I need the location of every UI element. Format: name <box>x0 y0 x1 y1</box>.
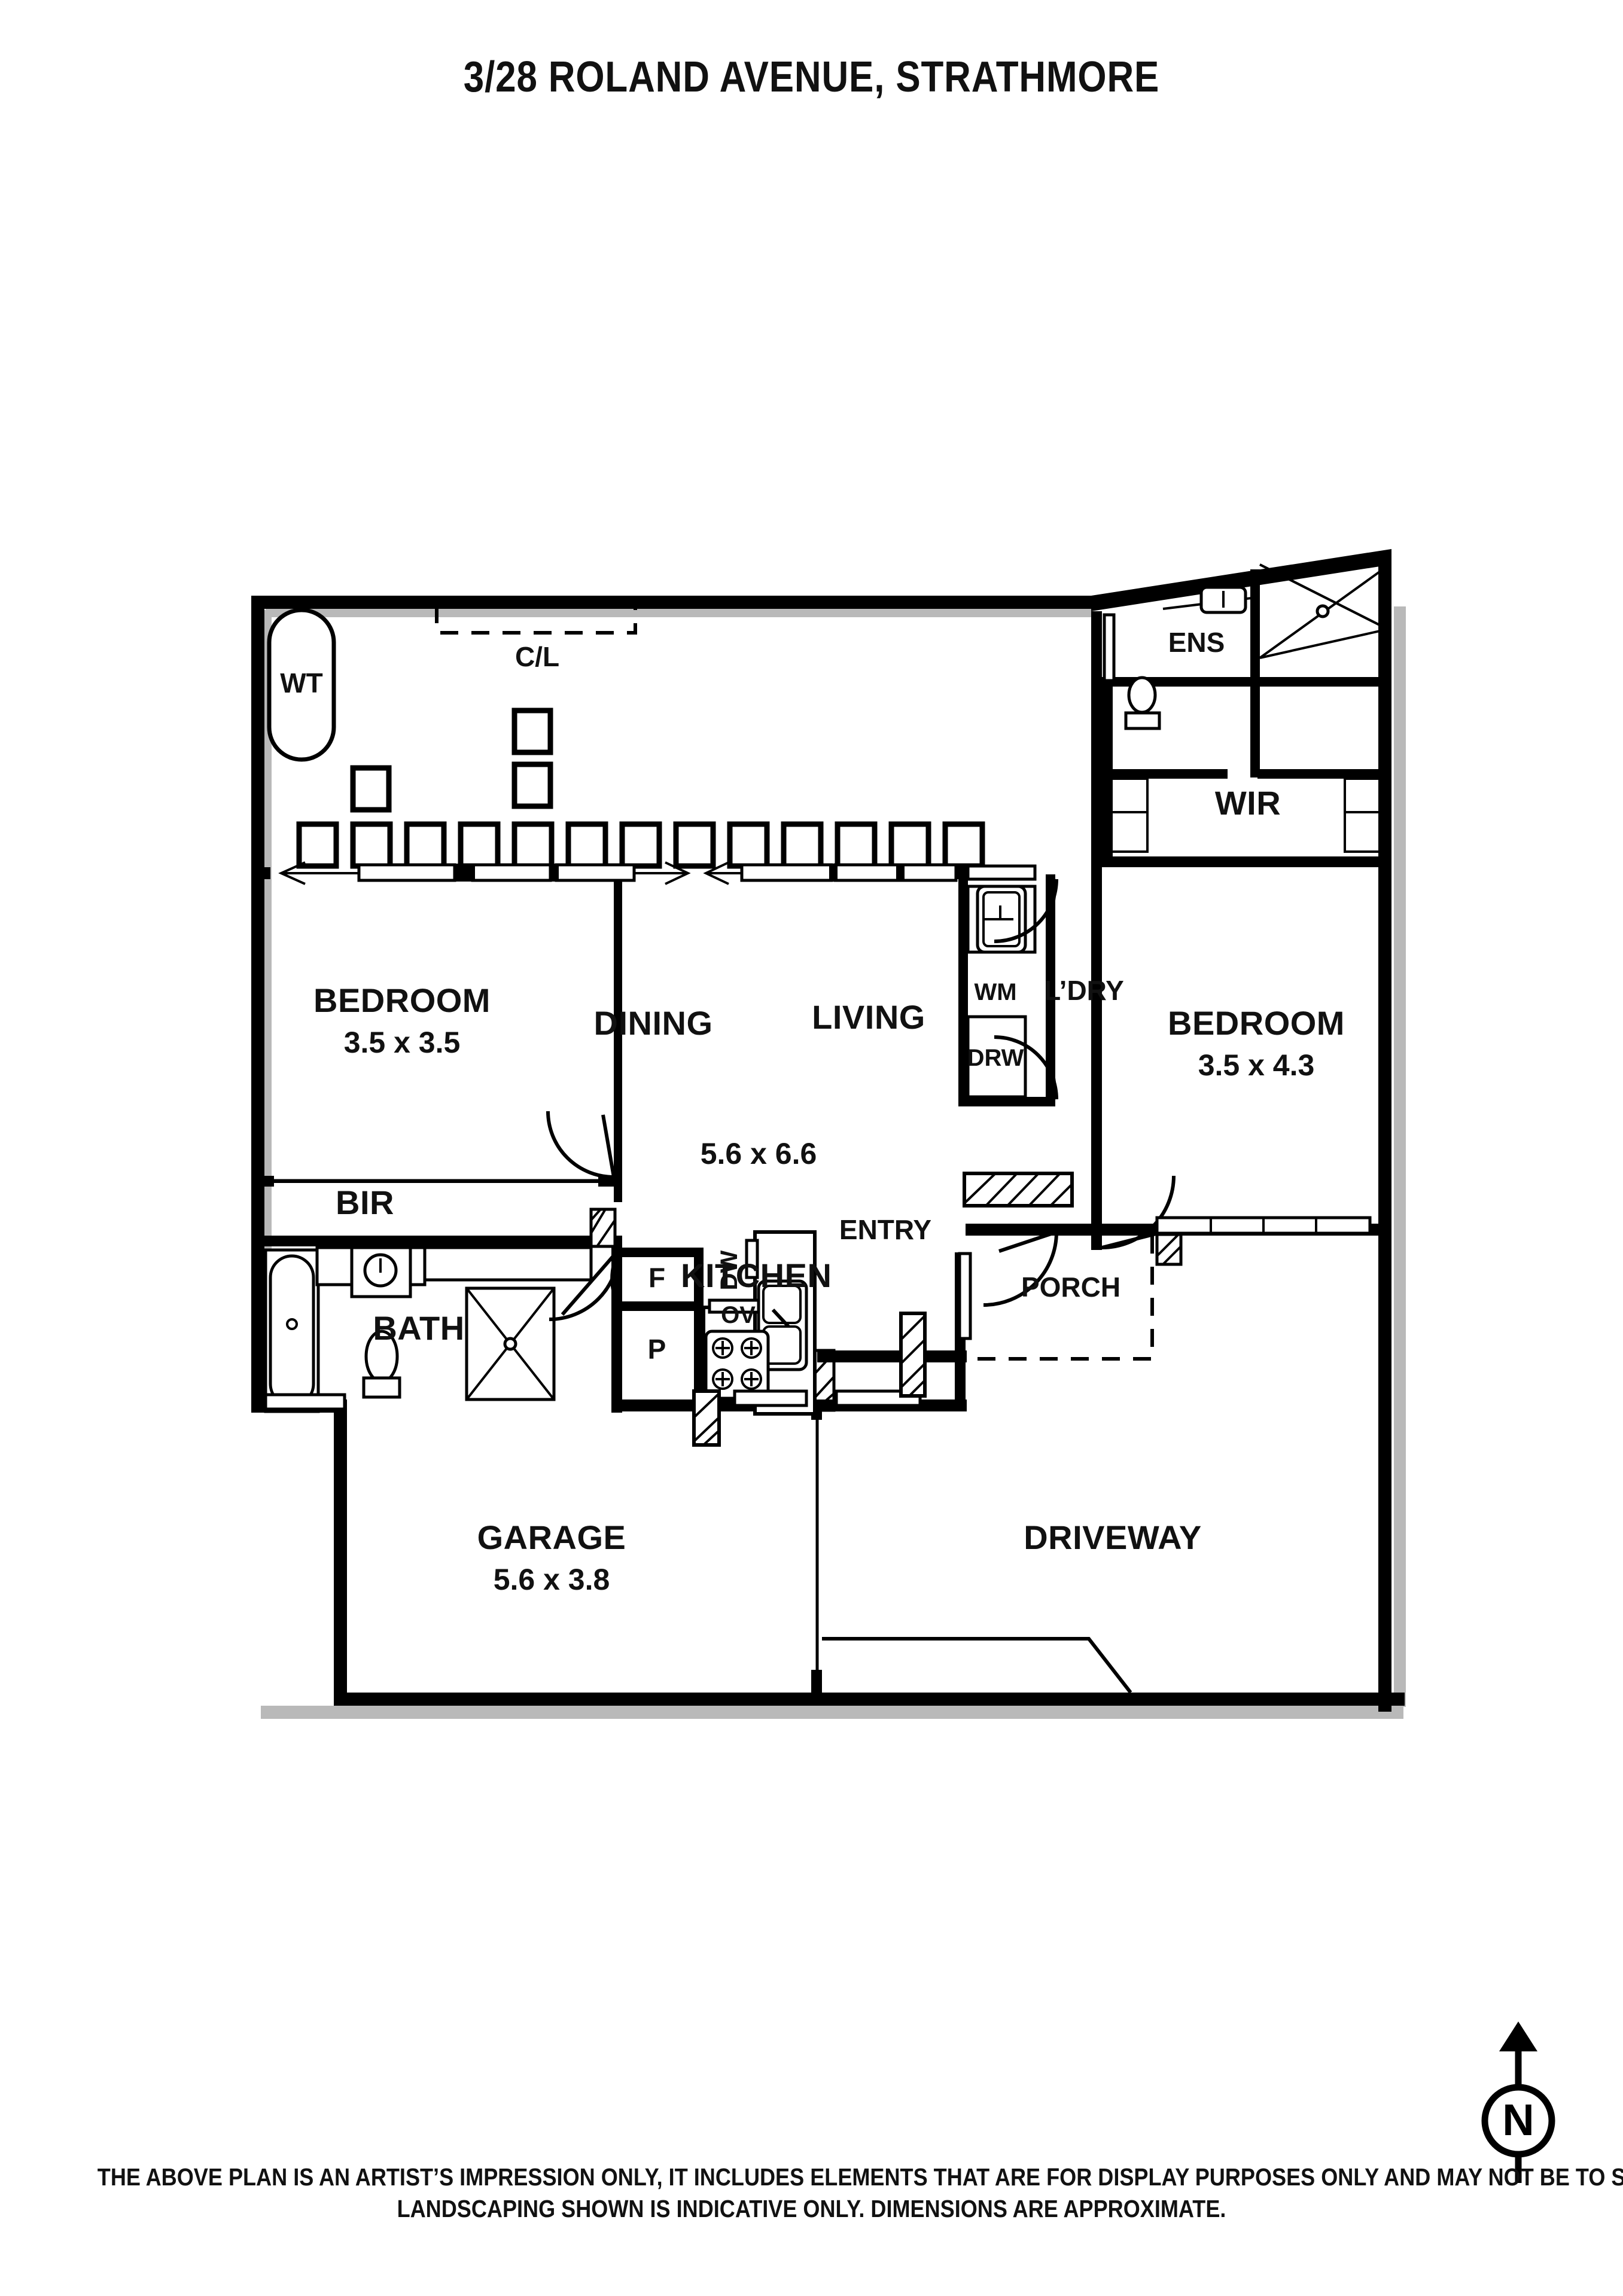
laundry-trough-icon <box>976 885 1027 954</box>
dryer-icon <box>966 1015 1027 1099</box>
ensuite-fixtures: ENS <box>1103 563 1391 730</box>
bathroom-toilet-icon <box>364 1330 399 1383</box>
bathroom-shower-icon <box>465 1286 556 1401</box>
water-tank: WT <box>267 608 336 762</box>
front-windows <box>1155 1216 1372 1266</box>
clothes-line-label: C/L <box>515 641 559 672</box>
laundry-label: L’DRY <box>1044 975 1124 1006</box>
door-jamb-hatch-bath <box>589 1208 617 1248</box>
porch-pillar-hatch <box>899 1312 927 1398</box>
bathtub-icon <box>269 1254 315 1407</box>
bathroom-label: BATH <box>373 1309 464 1347</box>
decking-tiles <box>296 708 985 869</box>
laundry-fixtures: DRW WM L’DRY <box>966 864 1124 1100</box>
sliding-door-left <box>278 861 691 885</box>
porch-label: PORCH <box>1021 1272 1120 1303</box>
interior-walls <box>251 569 1390 1694</box>
bedroom1-dimensions: 3.5 x 3.5 <box>344 1026 461 1059</box>
door-jamb-hatch-kitchen <box>806 1349 836 1412</box>
pantry-label: P <box>648 1334 666 1365</box>
wir-shelving: WIR <box>1102 777 1390 853</box>
bedroom1-label: BEDROOM <box>313 981 491 1019</box>
washing-machine-label: WM <box>974 979 1016 1005</box>
page-title: 3/28 ROLAND AVENUE, STRATHMORE <box>463 53 1160 101</box>
ensuite-basin-icon <box>1199 586 1247 614</box>
dining-label: DINING <box>594 1004 713 1042</box>
clothes-line: C/L <box>435 605 637 672</box>
kitchen-label: KITCHEN <box>681 1257 832 1294</box>
bathroom-fixtures: BATH <box>264 1246 620 1413</box>
plan-shadows <box>261 606 1406 1719</box>
front-wall-hatch <box>692 1389 721 1447</box>
bir-label: BIR <box>336 1184 394 1221</box>
dishwasher-label: DW <box>716 1250 742 1290</box>
window-jamb-hatch <box>1155 1233 1183 1266</box>
living-dimensions: 5.6 x 6.6 <box>701 1137 817 1170</box>
fridge-label: F <box>648 1262 665 1293</box>
cooktop-icon <box>704 1330 770 1400</box>
ensuite-shower-icon <box>1259 563 1391 659</box>
wir-label: WIR <box>1215 784 1281 822</box>
bedroom2-door <box>1101 1175 1176 1249</box>
dryer-label: DRW <box>967 1045 1024 1071</box>
disclaimer-footer: THE ABOVE PLAN IS AN ARTIST’S IMPRESSION… <box>97 2161 1623 2224</box>
disclaimer-line-1: THE ABOVE PLAN IS AN ARTIST’S IMPRESSION… <box>97 2163 1623 2191</box>
bedroom2-label: BEDROOM <box>1168 1004 1345 1042</box>
exterior-walls <box>251 549 1405 1712</box>
oven-label: OV <box>721 1302 756 1328</box>
north-compass: N <box>1470 2020 1566 2194</box>
living-label: LIVING <box>812 998 925 1036</box>
sliding-door-right <box>703 861 981 885</box>
garage-label: GARAGE <box>477 1519 626 1556</box>
room-labels: BEDROOM 3.5 x 3.5 DINING LIVING 5.6 x 6.… <box>313 981 1345 1596</box>
water-tank-label: WT <box>280 667 323 699</box>
kitchen-island <box>753 1230 817 1416</box>
oven-icon <box>708 1298 760 1314</box>
kitchen-sink-icon <box>757 1279 808 1371</box>
kitchen-fixtures: OV DW F P KITCHEN <box>610 1230 832 1416</box>
compass-north-label: N <box>1502 2095 1534 2145</box>
bedroom1-door <box>546 1111 616 1179</box>
bedroom2-dimensions: 3.5 x 4.3 <box>1198 1048 1315 1082</box>
ensuite-toilet-icon <box>1127 676 1157 714</box>
entry-label: ENTRY <box>839 1214 931 1245</box>
driveway-label: DRIVEWAY <box>1024 1519 1202 1556</box>
garage-dimensions: 5.6 x 3.8 <box>494 1563 610 1596</box>
entry-hatch-panel <box>963 1172 1074 1208</box>
bathroom-basin-icon <box>350 1246 412 1298</box>
entry-porch: ENTRY PORCH <box>692 1172 1154 1447</box>
ensuite-label: ENS <box>1168 627 1225 658</box>
disclaimer-line-2: LANDSCAPING SHOWN IS INDICATIVE ONLY. DI… <box>397 2194 1226 2222</box>
